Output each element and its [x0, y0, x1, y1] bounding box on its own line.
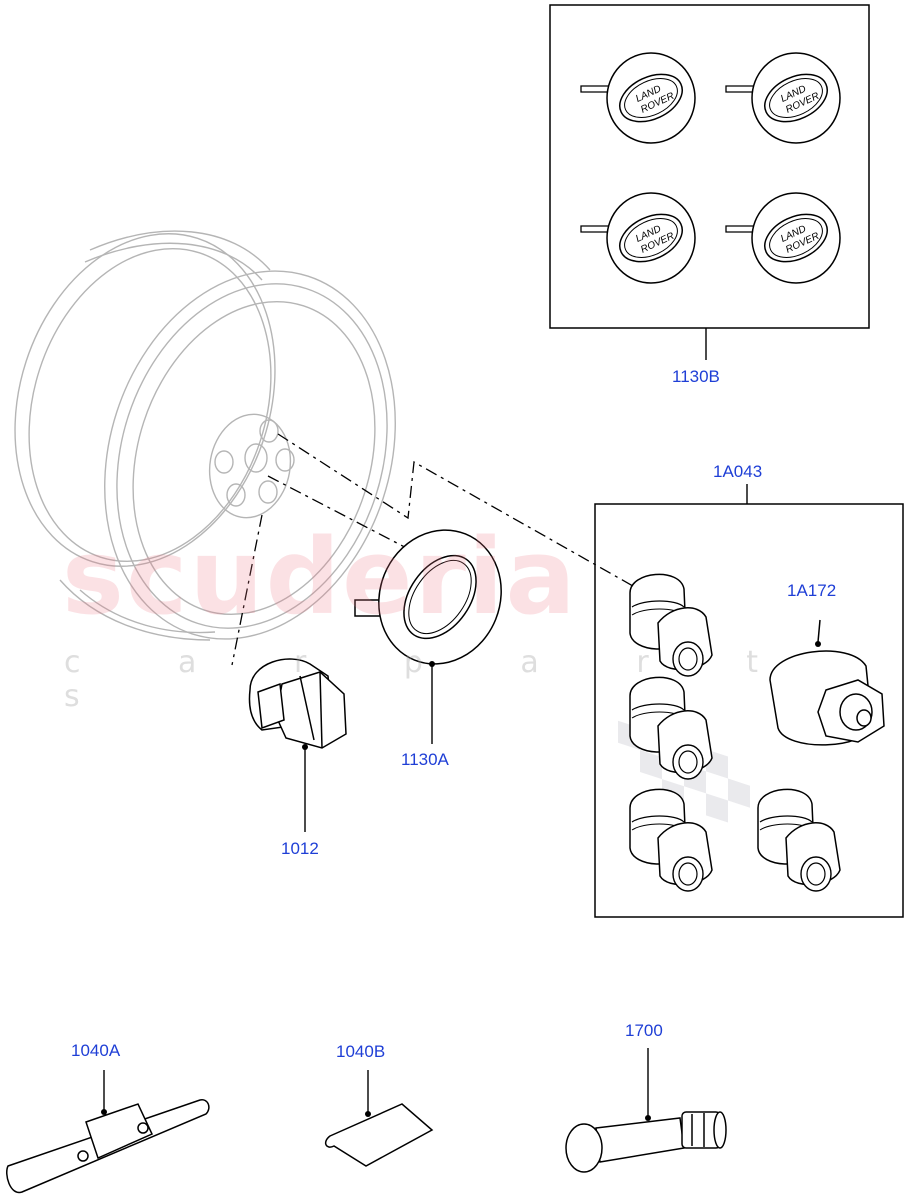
leader-dot-1130A — [429, 661, 435, 667]
callout-1012[interactable]: 1012 — [281, 839, 319, 858]
leader-dot-1A172 — [815, 641, 821, 647]
center-cap-set-box — [549, 4, 870, 329]
tyre-valve-illustration — [565, 1111, 727, 1173]
leader-dot-1040A — [101, 1109, 107, 1115]
locking-nut-kit-box — [594, 503, 904, 918]
assembly-dash-lines — [231, 433, 641, 666]
wheel-nut-illustration — [248, 658, 347, 749]
leader-dot-1012 — [302, 744, 308, 750]
callout-1700[interactable]: 1700 — [625, 1021, 663, 1040]
watermark-tagline: c a r p a r t s — [64, 645, 802, 714]
leader-dot-1040B — [365, 1111, 371, 1117]
watermark-brand: scuderia — [62, 516, 578, 638]
locking-key-illustration — [769, 619, 885, 746]
wheel-illustration — [14, 230, 396, 641]
callout-1130A[interactable]: 1130A — [401, 750, 449, 769]
callout-1A043[interactable]: 1A043 — [713, 462, 763, 481]
callout-1040B[interactable]: 1040B — [336, 1042, 386, 1061]
callout-1040A[interactable]: 1040A — [71, 1041, 121, 1060]
callout-1130B[interactable]: 1130B — [672, 367, 720, 386]
callout-1A172[interactable]: 1A172 — [787, 581, 837, 600]
balance-weight-b-illustration — [324, 1103, 434, 1167]
balance-weight-a-illustration — [6, 1099, 210, 1194]
leader-dot-1700 — [645, 1115, 651, 1121]
center-cap-illustration — [354, 529, 502, 665]
